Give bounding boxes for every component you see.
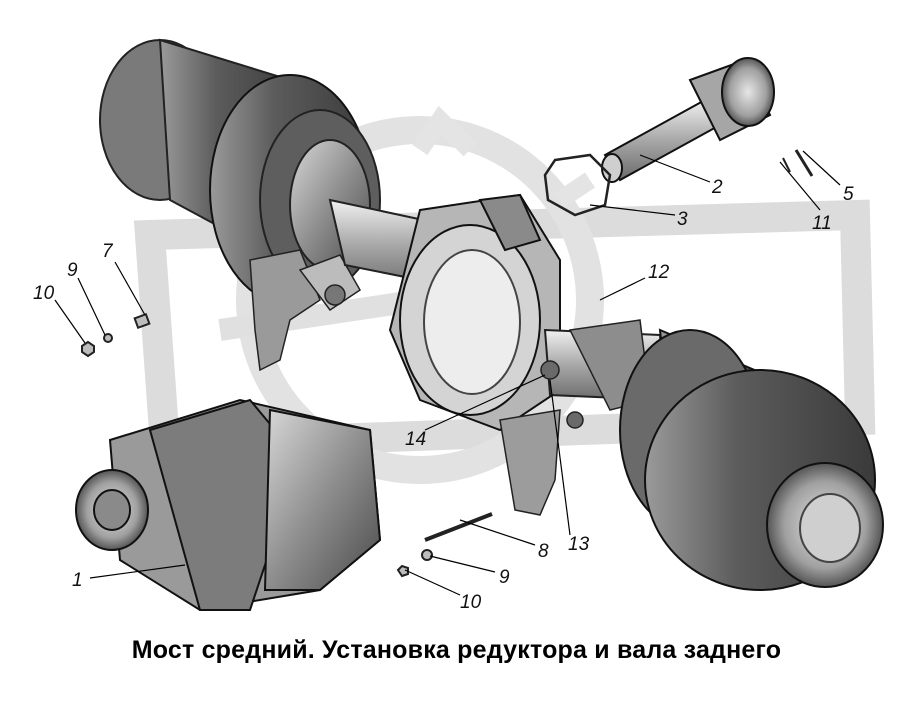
left-brake-lever bbox=[249, 249, 361, 372]
callout-12: 12 bbox=[648, 262, 670, 283]
axle-center-housing bbox=[388, 193, 561, 432]
reducer-assembly bbox=[75, 398, 382, 612]
gasket bbox=[543, 153, 612, 217]
callout-14: 14 bbox=[405, 429, 426, 450]
callout-8: 8 bbox=[538, 541, 549, 562]
callout-7: 7 bbox=[102, 241, 114, 262]
callout-11: 11 bbox=[812, 213, 832, 234]
callout-10a: 10 bbox=[33, 283, 55, 304]
callout-13: 13 bbox=[568, 534, 590, 555]
callout-labels: 1 2 3 5 11 7 9 10 12 14 13 8 9 10 bbox=[33, 177, 854, 613]
callout-5: 5 bbox=[843, 184, 854, 205]
right-brake-drum bbox=[619, 328, 884, 591]
callout-1: 1 bbox=[72, 570, 83, 591]
rear-shaft bbox=[601, 57, 775, 183]
leader-lines bbox=[54, 150, 841, 596]
figure-caption: Мост средний. Установка редуктора и вала… bbox=[131, 636, 782, 664]
callout-9a: 9 bbox=[67, 260, 78, 281]
callout-9b: 9 bbox=[499, 567, 510, 588]
fasteners bbox=[81, 149, 814, 578]
callout-3: 3 bbox=[677, 209, 688, 230]
callout-2: 2 bbox=[711, 177, 723, 198]
callout-10b: 10 bbox=[460, 592, 482, 613]
